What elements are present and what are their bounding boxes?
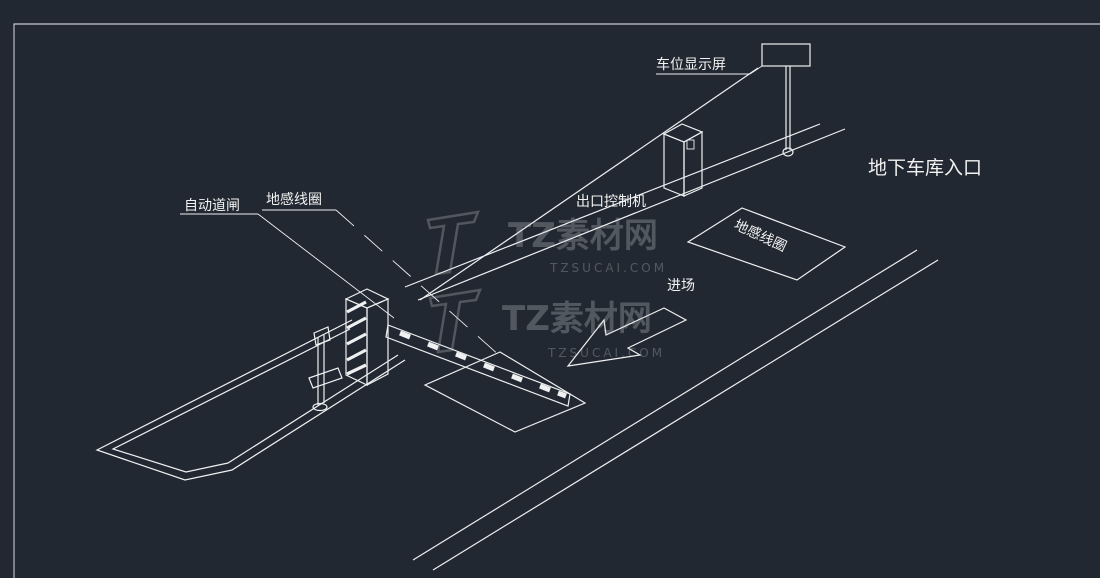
barrier-boom (385, 324, 571, 407)
space-display-label: 车位显示屏 (656, 56, 726, 73)
watermark-brand: TZ素材网 (508, 216, 658, 256)
loop-zone-left (423, 351, 587, 433)
loop-detector-label-left: 地感线圈 (266, 191, 322, 208)
loop-zone-right (686, 207, 847, 281)
leader-lines (180, 65, 763, 357)
watermark-logo-icon-2 (428, 288, 482, 354)
exit-controller (662, 123, 704, 197)
watermark: TZ素材网 TZSUCAI.COM TZ素材网 TZSUCAI.COM (426, 210, 667, 360)
watermark-domain: TZSUCAI.COM (549, 261, 667, 275)
entry-arrow (566, 307, 688, 367)
barrier-gate-label: 自动道闸 (184, 198, 240, 214)
camera-post (308, 326, 343, 412)
watermark-domain-2: TZSUCAI.COM (547, 346, 665, 360)
watermark-brand-2: TZ素材网 (502, 299, 652, 339)
title-label: 地下车库入口 (868, 157, 982, 179)
watermark-logo-icon (426, 210, 480, 276)
exit-controller-label: 出口控制机 (576, 194, 646, 210)
road-edge-lines (404, 67, 939, 571)
drawing-frame (13, 23, 1100, 578)
traffic-island (95, 319, 406, 481)
entry-label: 进场 (667, 278, 695, 294)
barrier-gate (344, 288, 390, 386)
space-display-board (761, 43, 811, 157)
